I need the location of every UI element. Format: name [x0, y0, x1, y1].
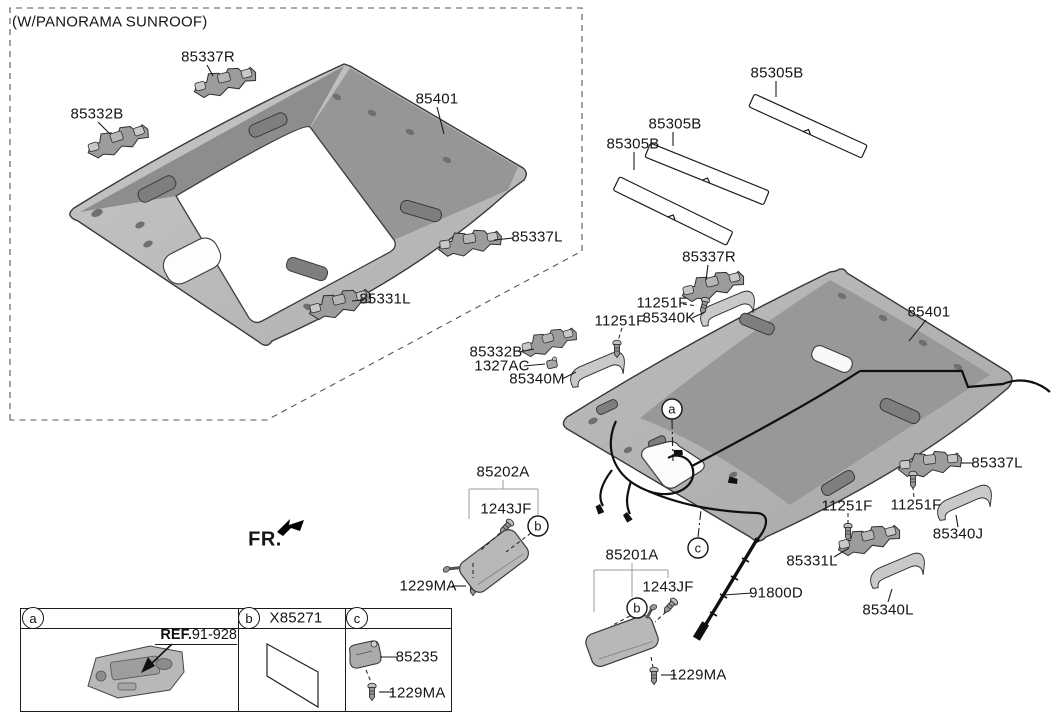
part-label-1229ma-1: 1229MA [399, 577, 457, 595]
sunvisor-85201A [585, 604, 659, 668]
table-label-x85271: X85271 [269, 609, 323, 627]
part-label-85305b-1: 85305B [750, 64, 804, 82]
label-sheet-X85271 [266, 642, 319, 709]
part-label-11251f-2: 11251F [594, 312, 646, 330]
sunvisor-85202A [442, 525, 533, 597]
part-label-1327ac: 1327AC [474, 357, 530, 375]
sunroof-opening [175, 125, 396, 324]
part-label-85305b-3: 85305B [606, 135, 660, 153]
part-label-85202a: 85202A [476, 463, 530, 481]
table-label-85235: 85235 [395, 648, 439, 666]
group-lines [468, 480, 669, 612]
dashed-leaders [472, 303, 915, 668]
callout-b2: b [633, 600, 641, 616]
handle-85340L [865, 550, 929, 590]
part-label-91800d: 91800D [749, 584, 803, 602]
part-label-1229ma-2: 1229MA [669, 666, 727, 684]
part-label-85340m: 85340M [509, 370, 565, 388]
part-label-1243jf-2: 1243JF [642, 578, 694, 596]
fr-arrow [277, 519, 304, 536]
table-callout-c: c [346, 607, 368, 629]
legend-table-divider-2 [345, 608, 346, 711]
bracket-85332B-sunroof [83, 119, 153, 163]
legend-table [20, 608, 452, 712]
part-label-85401-sunroof: 85401 [415, 90, 459, 108]
part-label-85337l-main: 85337L [971, 454, 1023, 472]
part-label-85340j: 85340J [932, 525, 984, 543]
screw-1243JF-2 [660, 596, 680, 616]
callout-b1: b [534, 518, 542, 534]
part-label-11251f-3: 11251F [890, 496, 942, 514]
part-label-11251f-4: 11251F [821, 497, 873, 515]
legend-table-header-line [20, 628, 451, 629]
ref-prefix: REF. [160, 627, 192, 643]
ref-label: REF.91-928 [155, 627, 237, 645]
bracket-85332B-main [517, 323, 581, 361]
roof-wiring [599, 369, 1051, 541]
callout-c: c [694, 540, 702, 556]
fr-label: FR. [248, 528, 282, 551]
headliner-main-drawing [562, 268, 1013, 542]
part-label-85401-main: 85401 [907, 303, 951, 321]
ref-number: 91-928 [191, 627, 237, 643]
callout-circles [527, 398, 709, 619]
variant-note: (W/PANORAMA SUNROOF) [12, 13, 208, 31]
pads-85305B [613, 93, 868, 246]
wiring-harness-91800D [692, 537, 760, 641]
table-callout-b: b [238, 607, 260, 629]
part-label-85305b-2: 85305B [648, 115, 702, 133]
part-label-85332b-sunroof: 85332B [70, 105, 124, 123]
table-label-1229ma-3: 1229MA [388, 684, 446, 702]
part-label-85331l-main: 85331L [786, 552, 838, 570]
leader-lines [97, 64, 974, 676]
part-85235-drawing [349, 640, 382, 669]
ref-arrow-shaft [149, 643, 173, 666]
part-label-85201a: 85201A [605, 546, 659, 564]
part-label-85337r-main: 85337R [682, 248, 736, 266]
part-label-85340l: 85340L [862, 601, 914, 619]
clip-1327AC [545, 356, 559, 370]
part-label-85332b-main: 85332B [469, 343, 523, 361]
callout-leaders [671, 419, 702, 538]
legend-table-divider-1 [238, 608, 239, 711]
screw-11251F-3 [908, 470, 918, 489]
part-label-85337l-sunroof: 85337L [511, 228, 563, 246]
handle-85340J [932, 482, 996, 522]
headliner-panorama-drawing [69, 63, 527, 346]
screw-1229MA-2 [649, 666, 659, 685]
handle-85340M [565, 349, 629, 389]
part-label-11251f-1: 11251F [636, 294, 688, 312]
bracket-85337R-sunroof [190, 62, 260, 102]
part-label-85331l-sunroof: 85331L [359, 290, 411, 308]
part-label-85340k: 85340K [642, 309, 696, 327]
part-label-85337r-sunroof: 85337R [181, 48, 235, 66]
table-callout-a: a [22, 607, 44, 629]
ref-arrow-head [141, 657, 155, 673]
part-label-1243jf-1: 1243JF [480, 500, 532, 518]
callout-a: a [668, 401, 676, 417]
panorama-dashed-boundary [9, 7, 583, 421]
